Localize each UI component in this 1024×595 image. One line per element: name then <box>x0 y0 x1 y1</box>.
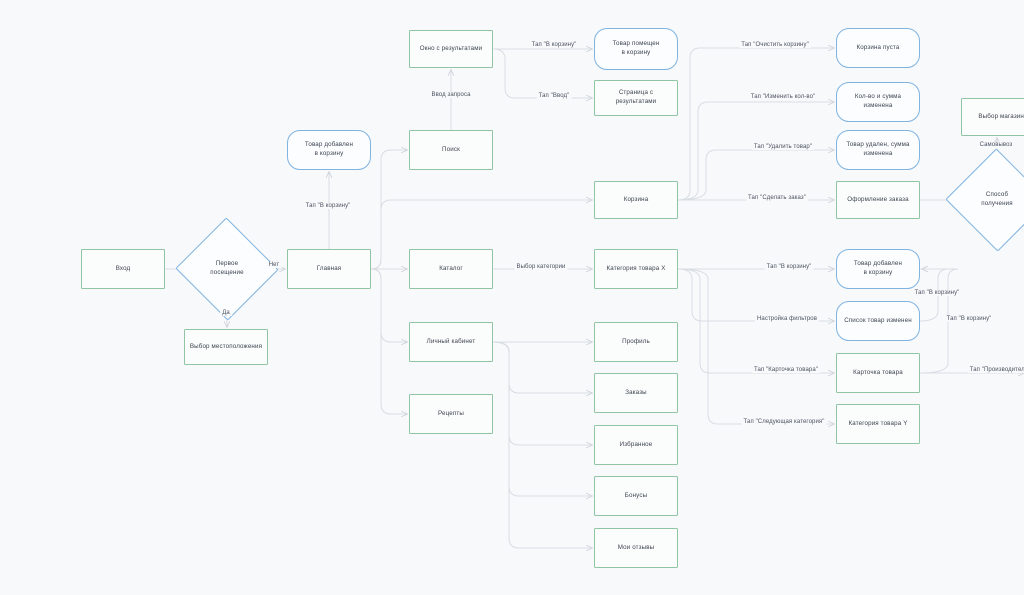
node-label: Избранное <box>619 440 653 448</box>
edge-label-izmenit_kolvo: Тап "Изменить кол-во" <box>748 94 818 100</box>
edge-label-sdelat_zakaz: Тап "Сделать заказ" <box>746 195 808 201</box>
node-label: Категория товара Y <box>848 419 908 427</box>
node-recepty[interactable]: Рецепты <box>409 394 493 434</box>
node-korzina_pusta[interactable]: Корзина пуста <box>836 28 920 68</box>
node-bonusy[interactable]: Бонусы <box>594 476 678 516</box>
node-okno_rezult[interactable]: Окно с результатами <box>409 30 493 68</box>
node-label: Рецепты <box>438 409 464 417</box>
node-label: Поиск <box>442 145 460 153</box>
node-vybor_magazina[interactable]: Выбор магазина <box>961 98 1024 136</box>
edge-label-vvod_zaprosa: Ввод запроса <box>429 92 473 98</box>
node-stranica_rez[interactable]: Страница с результатами <box>594 80 678 116</box>
edge-label-da: Да <box>220 310 232 316</box>
node-label: Заказы <box>625 388 647 396</box>
edge-label-proizvoditel: Тап "Производитель" <box>967 367 1024 373</box>
node-katalog[interactable]: Каталог <box>409 249 493 289</box>
node-label: Главная <box>316 264 342 272</box>
node-lichnyi[interactable]: Личный кабинет <box>409 322 493 362</box>
node-label: Категория товара X <box>606 264 666 272</box>
edge-label-vkorzinu_cat: Тап "В корзину" <box>764 264 814 270</box>
node-izbrannoe[interactable]: Избранное <box>594 425 678 465</box>
node-kategoriya_x[interactable]: Категория товара X <box>594 249 678 289</box>
node-vhod[interactable]: Вход <box>81 249 165 289</box>
edge-label-sled_kateg: Тап "Следующая категория" <box>741 419 827 425</box>
edge-label-vkorzinu_r2: Тап "В корзину" <box>944 316 994 322</box>
node-label: Бонусы <box>624 491 648 499</box>
edge-label-vybor_kateg: Выбор категории <box>514 264 568 270</box>
node-label: Корзина <box>623 195 649 203</box>
node-label: Карточка товара <box>853 368 903 376</box>
edge-label-vkorzinu_top: Тап "В корзину" <box>529 42 579 48</box>
node-korzina[interactable]: Корзина <box>594 181 678 219</box>
node-label: Окно с результатами <box>419 44 483 52</box>
edge-label-vkorzinu_left: Тап "В корзину" <box>303 203 353 209</box>
edge-label-net: Нет <box>266 262 282 268</box>
edge-label-ochistit: Тап "Очистить корзину" <box>739 42 811 48</box>
node-label: Личный кабинет <box>426 337 476 345</box>
node-label: Страница с результатами <box>615 89 657 105</box>
node-label: Профиль <box>622 337 650 345</box>
edge-label-vkorzinu_r1: Тап "В корзину" <box>912 290 962 296</box>
edge-label-tap_vvod: Тап "Ввод" <box>536 93 572 99</box>
node-label: Каталог <box>439 264 463 272</box>
edge-label-udalit_tovar: Тап "Удалить товар" <box>751 144 815 150</box>
node-kategoriya_y[interactable]: Категория товара Y <box>836 404 920 444</box>
node-label: Вход <box>115 264 131 272</box>
node-vybor_mesto[interactable]: Выбор местоположения <box>184 329 268 365</box>
node-profil[interactable]: Профиль <box>594 322 678 362</box>
node-oformlenie[interactable]: Оформление заказа <box>836 181 920 219</box>
node-moi_otzyvy[interactable]: Мои отзывы <box>594 528 678 568</box>
node-label: Корзина пуста <box>856 43 900 51</box>
node-label: Список товар изменен <box>844 316 912 324</box>
node-spisok_izmenen[interactable]: Список товар изменен <box>836 301 920 341</box>
node-label: Выбор местоположения <box>189 342 263 350</box>
node-glavnaya[interactable]: Главная <box>287 249 371 289</box>
edge-label-nastroika: Настройка фильтров <box>754 316 820 322</box>
node-zakazy[interactable]: Заказы <box>594 373 678 413</box>
edge-label-kartochka_tap: Тап "Карточка товара" <box>752 367 820 373</box>
node-kartochka[interactable]: Карточка товара <box>836 353 920 393</box>
node-label: Оформление заказа <box>847 195 909 203</box>
edge-label-samovyvoz: Самовывоз <box>977 142 1015 148</box>
node-label: Выбор магазина <box>978 112 1024 120</box>
node-label: Мои отзывы <box>617 543 655 551</box>
node-poisk[interactable]: Поиск <box>409 130 493 170</box>
